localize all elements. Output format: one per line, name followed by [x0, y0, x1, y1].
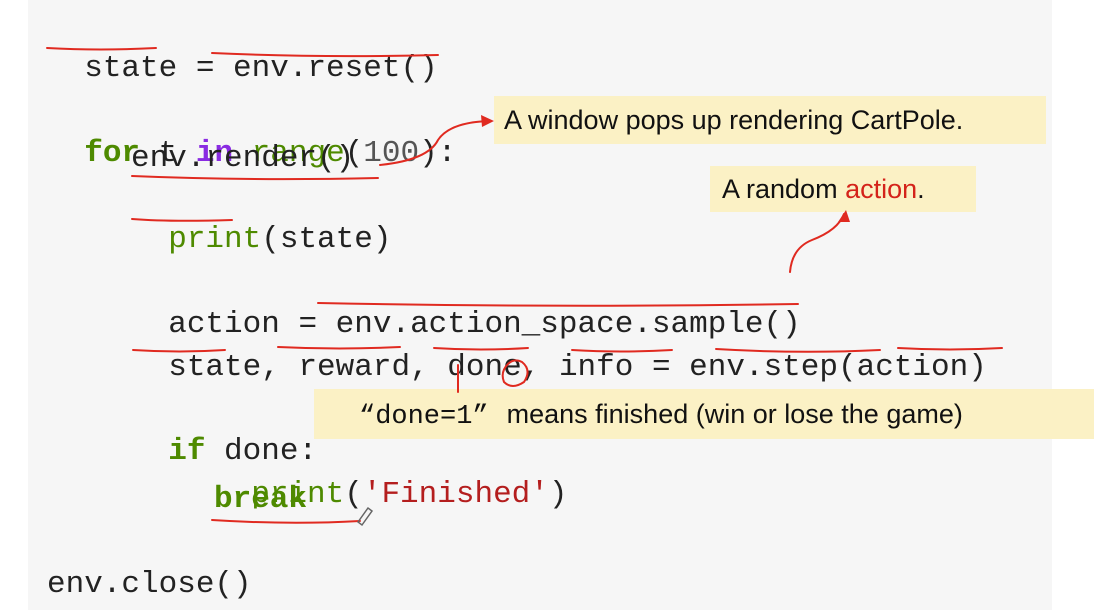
code-token-info: info	[558, 350, 634, 385]
code-token-close-paren: )	[548, 477, 568, 512]
code-token-comma: ,	[521, 350, 559, 385]
keyword-break: break	[214, 482, 308, 517]
code-line-print-state: print(state)	[131, 183, 391, 259]
callout-action-suffix: .	[917, 174, 925, 204]
code-token-action-arg: action	[856, 350, 969, 385]
code-token-comma: ,	[261, 350, 299, 385]
callout-done-text: means finished (win or lose the game)	[506, 399, 963, 429]
builtin-print: print	[251, 477, 345, 512]
builtin-range: range	[251, 136, 345, 171]
code-token-assign: =	[633, 350, 690, 385]
code-token-state: state	[168, 350, 262, 385]
callout-action-prefix: A random	[722, 174, 846, 204]
keyword-if: if	[168, 434, 206, 469]
code-token-state: state	[84, 51, 178, 86]
code-line-print-finished: print('Finished')	[214, 438, 567, 514]
code-line-state-reset: state = env.reset()	[47, 12, 438, 88]
keyword-for: for	[84, 136, 141, 171]
code-token-assign: =	[177, 51, 234, 86]
code-line-env-close: env.close()	[47, 567, 252, 602]
code-line-if-done: if done:	[131, 395, 317, 471]
callout-action-note: A random action.	[710, 166, 976, 212]
code-token-t: t	[140, 136, 196, 171]
code-token-open-paren: (	[838, 350, 857, 385]
code-token-open-paren: (	[344, 136, 364, 171]
callout-render-note: A window pops up rendering CartPole.	[494, 96, 1046, 144]
code-line-env-step: state, reward, done, info = env.step(act…	[131, 311, 987, 387]
string-finished: 'Finished'	[362, 477, 549, 512]
code-token-close: ):	[419, 136, 457, 171]
code-token-env-reset: env.reset()	[233, 51, 438, 86]
code-token-env-step: env.step	[689, 350, 838, 385]
code-line-action-sample: action = env.action_space.sample()	[131, 268, 801, 344]
callout-done-note: “done=1” means finished (win or lose the …	[314, 389, 1094, 439]
code-token-state-arg: (state)	[261, 222, 392, 257]
code-token-open-paren: (	[344, 477, 363, 512]
code-token-env-action-space-sample: env.action_space.sample()	[335, 307, 801, 342]
code-token-comma: ,	[410, 350, 448, 385]
code-token-reward: reward	[298, 350, 411, 385]
builtin-print: print	[168, 222, 262, 257]
code-token-close-paren: )	[968, 350, 987, 385]
code-token-done-condition: done:	[205, 434, 318, 469]
code-token-done: done	[447, 350, 522, 385]
number-100: 100	[363, 136, 420, 171]
keyword-in: in	[195, 136, 234, 171]
callout-action-highlight: action	[845, 174, 918, 204]
code-token-action-assign: action =	[168, 307, 336, 342]
callout-done-code: “done=1”	[359, 402, 489, 432]
code-line-env-render: env.render()	[131, 141, 355, 176]
